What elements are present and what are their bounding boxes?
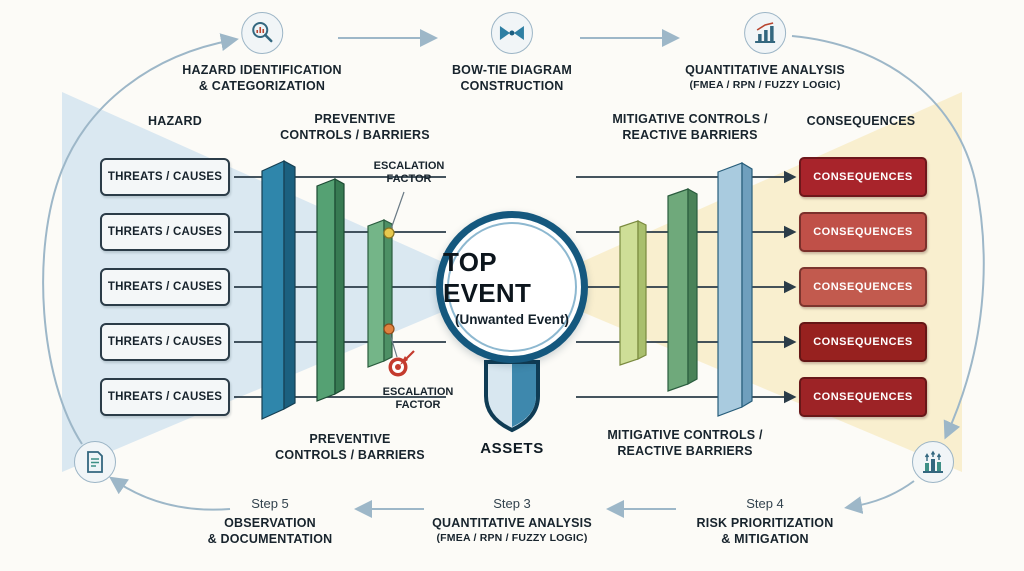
escalation-top-pointer-line xyxy=(390,191,405,230)
hazard-header: HAZARD xyxy=(148,114,202,128)
consequence-box: CONSEQUENCES xyxy=(799,212,927,252)
bottom-step-quantitative-analysis: Step 3 QUANTITATIVE ANALYSIS (FMEA / RPN… xyxy=(432,496,592,545)
step-title: RISK PRIORITIZATION xyxy=(696,516,834,530)
consequence-box: CONSEQUENCES xyxy=(799,377,927,417)
step-number: Step 4 xyxy=(746,496,784,511)
top-event-circle: TOP EVENT (Unwanted Event) xyxy=(436,211,588,363)
escalation-bottom-pointer-line xyxy=(389,333,398,358)
step-title: OBSERVATION xyxy=(224,516,316,530)
step-title: BOW-TIE DIAGRAM xyxy=(451,63,573,77)
step-title: HAZARD IDENTIFICATION xyxy=(182,63,342,77)
growth-chart-icon xyxy=(744,12,786,54)
escalation-dot-bottom xyxy=(383,323,395,335)
preventive-barriers-label-top: PREVENTIVE CONTROLS / BARRIERS xyxy=(280,112,430,142)
bowtie-icon xyxy=(490,12,533,54)
documentation-icon xyxy=(74,441,116,483)
top-event-title: TOP EVENT xyxy=(443,247,532,308)
preventive-barriers-label-bottom: PREVENTIVE CONTROLS / BARRIERS xyxy=(275,432,425,462)
mitigative-barriers-label-top: MITIGATIVE CONTROLS / REACTIVE BARRIERS xyxy=(612,112,768,142)
mitigative-barrier-bars xyxy=(619,161,753,417)
bottom-step-observation: Step 5 OBSERVATION & DOCUMENTATION xyxy=(208,496,333,547)
escalation-factor-label-top: ESCALATION FACTOR xyxy=(373,160,445,186)
consequence-box: CONSEQUENCES xyxy=(799,267,927,307)
top-step-quantitative-analysis: QUANTITATIVE ANALYSIS (FMEA / RPN / FUZZ… xyxy=(685,12,845,92)
top-step-bowtie-construction: BOW-TIE DIAGRAM CONSTRUCTION xyxy=(452,12,572,94)
assets-label: ASSETS xyxy=(480,440,544,457)
escalation-target-icon xyxy=(388,350,415,377)
step-title: QUANTITATIVE ANALYSIS xyxy=(685,63,845,77)
top-step-hazard-identification: HAZARD IDENTIFICATION & CATEGORIZATION xyxy=(182,12,342,94)
step-subtitle: & CATEGORIZATION xyxy=(198,78,326,93)
prioritization-bars-icon xyxy=(912,441,954,483)
preventive-barrier-bars xyxy=(261,159,393,420)
threat-box: THREATS / CAUSES xyxy=(100,323,230,361)
assets-shield-icon xyxy=(484,360,540,433)
step-subtitle: & MITIGATION xyxy=(721,531,809,546)
threat-box: THREATS / CAUSES xyxy=(100,213,230,251)
mitigative-barriers-label-bottom: MITIGATIVE CONTROLS / REACTIVE BARRIERS xyxy=(607,428,763,458)
threat-box: THREATS / CAUSES xyxy=(100,378,230,416)
escalation-dot-top xyxy=(383,227,395,239)
step-subtitle: CONSTRUCTION xyxy=(460,78,564,93)
step-subtitle: (FMEA / RPN / FUZZY LOGIC) xyxy=(689,78,841,91)
escalation-factor-label-bottom: ESCALATION FACTOR xyxy=(382,386,454,412)
step-subtitle: & DOCUMENTATION xyxy=(207,531,333,546)
step-subtitle: (FMEA / RPN / FUZZY LOGIC) xyxy=(436,531,588,544)
threat-box: THREATS / CAUSES xyxy=(100,158,230,196)
consequence-box: CONSEQUENCES xyxy=(799,157,927,197)
step-number: Step 3 xyxy=(493,496,531,511)
consequences-header: CONSEQUENCES xyxy=(806,114,916,128)
top-event-subtitle: (Unwanted Event) xyxy=(454,312,569,327)
hazard-search-icon xyxy=(240,12,283,54)
process-flow-arrows xyxy=(42,29,985,518)
consequence-box: CONSEQUENCES xyxy=(799,322,927,362)
step-title: QUANTITATIVE ANALYSIS xyxy=(432,516,592,530)
bottom-step-risk-prioritization: Step 4 RISK PRIORITIZATION & MITIGATION xyxy=(697,496,834,547)
threat-box: THREATS / CAUSES xyxy=(100,268,230,306)
step-number: Step 5 xyxy=(251,496,289,511)
